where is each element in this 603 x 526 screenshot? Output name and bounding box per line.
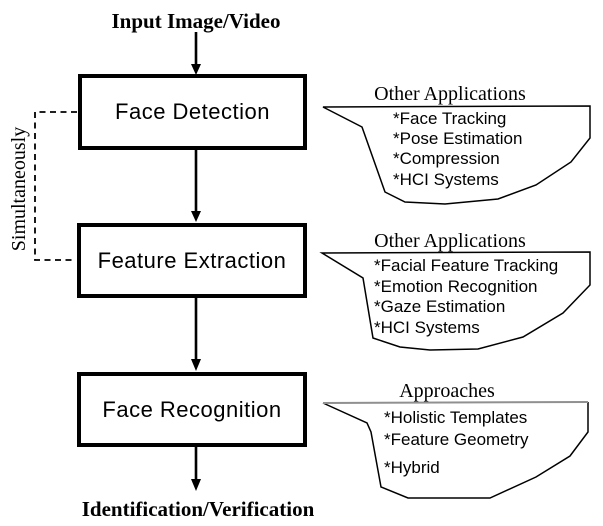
callout-item: *Pose Estimation xyxy=(393,129,523,149)
arrow-face-recognition-to-output xyxy=(191,447,201,491)
callout-item: *Compression xyxy=(393,149,500,169)
box-face-recognition-label: Face Recognition xyxy=(102,396,282,422)
box-face-detection: Face Detection xyxy=(78,74,307,150)
callout-item: *Emotion Recognition xyxy=(374,276,538,296)
callout-item: *Face Tracking xyxy=(393,109,507,128)
callout-shape-feature-extraction xyxy=(319,251,591,351)
callout-item: *Gaze Estimation xyxy=(374,297,506,316)
simultaneously-label: Simultaneously xyxy=(8,126,30,252)
box-feature-extraction-label: Feature Extraction xyxy=(97,247,287,273)
callout-item: *Feature Geometry xyxy=(384,430,529,449)
callout-title-other-applications-2: Other Applications xyxy=(374,230,526,252)
output-label: Identification/Verification xyxy=(81,497,315,521)
callout-face-recognition-top-line xyxy=(322,401,589,404)
arrow-face-detection-to-feature-extraction xyxy=(191,150,201,222)
callout-item: *Hybrid xyxy=(384,458,440,477)
callout-items-feature-extraction: *Facial Feature Tracking *Emotion Recogn… xyxy=(374,256,558,338)
callout-title-other-applications-1: Other Applications xyxy=(374,83,526,105)
callout-shape-face-detection xyxy=(322,105,591,205)
callout-items-face-detection: *Face Tracking *Pose Estimation *Compres… xyxy=(393,109,522,190)
callout-title-approaches: Approaches xyxy=(399,380,495,402)
input-label: Input Image/Video xyxy=(111,9,281,33)
simultaneously-dashed-connector xyxy=(34,111,77,261)
arrow-input-to-face-detection xyxy=(191,32,201,75)
callout-items-face-recognition: *Holistic Templates *Feature Geometry *H… xyxy=(384,407,529,479)
arrow-feature-extraction-to-face-recognition xyxy=(191,297,201,371)
box-face-detection-label: Face Detection xyxy=(115,99,270,124)
callout-item: *HCI Systems xyxy=(374,317,480,337)
box-face-recognition: Face Recognition xyxy=(77,372,307,447)
callout-shape-face-recognition xyxy=(322,402,589,499)
callout-item: *Holistic Templates xyxy=(384,408,528,427)
callout-item: *Facial Feature Tracking xyxy=(374,256,559,275)
box-feature-extraction: Feature Extraction xyxy=(77,223,307,298)
callout-item: *HCI Systems xyxy=(393,169,499,189)
